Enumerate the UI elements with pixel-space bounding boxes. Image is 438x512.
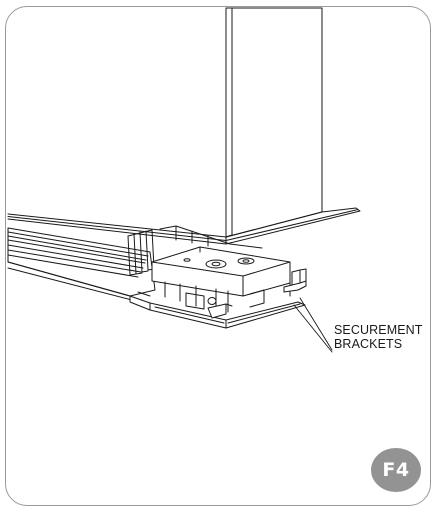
duct-column <box>225 7 323 238</box>
callout-line-2: BRACKETS <box>334 337 403 351</box>
securement-brackets-callout: SECUREMENT BRACKETS <box>334 323 423 351</box>
base-tray <box>129 291 306 329</box>
control-box <box>151 246 291 313</box>
grille-rail <box>7 227 156 304</box>
figure-badge: F4 <box>371 448 421 492</box>
securement-bracket-right <box>283 268 307 293</box>
internal-frame <box>159 225 263 249</box>
callout-line-1: SECUREMENT <box>334 323 423 337</box>
callout-leaders <box>293 297 333 353</box>
securement-bracket-left <box>207 303 233 319</box>
